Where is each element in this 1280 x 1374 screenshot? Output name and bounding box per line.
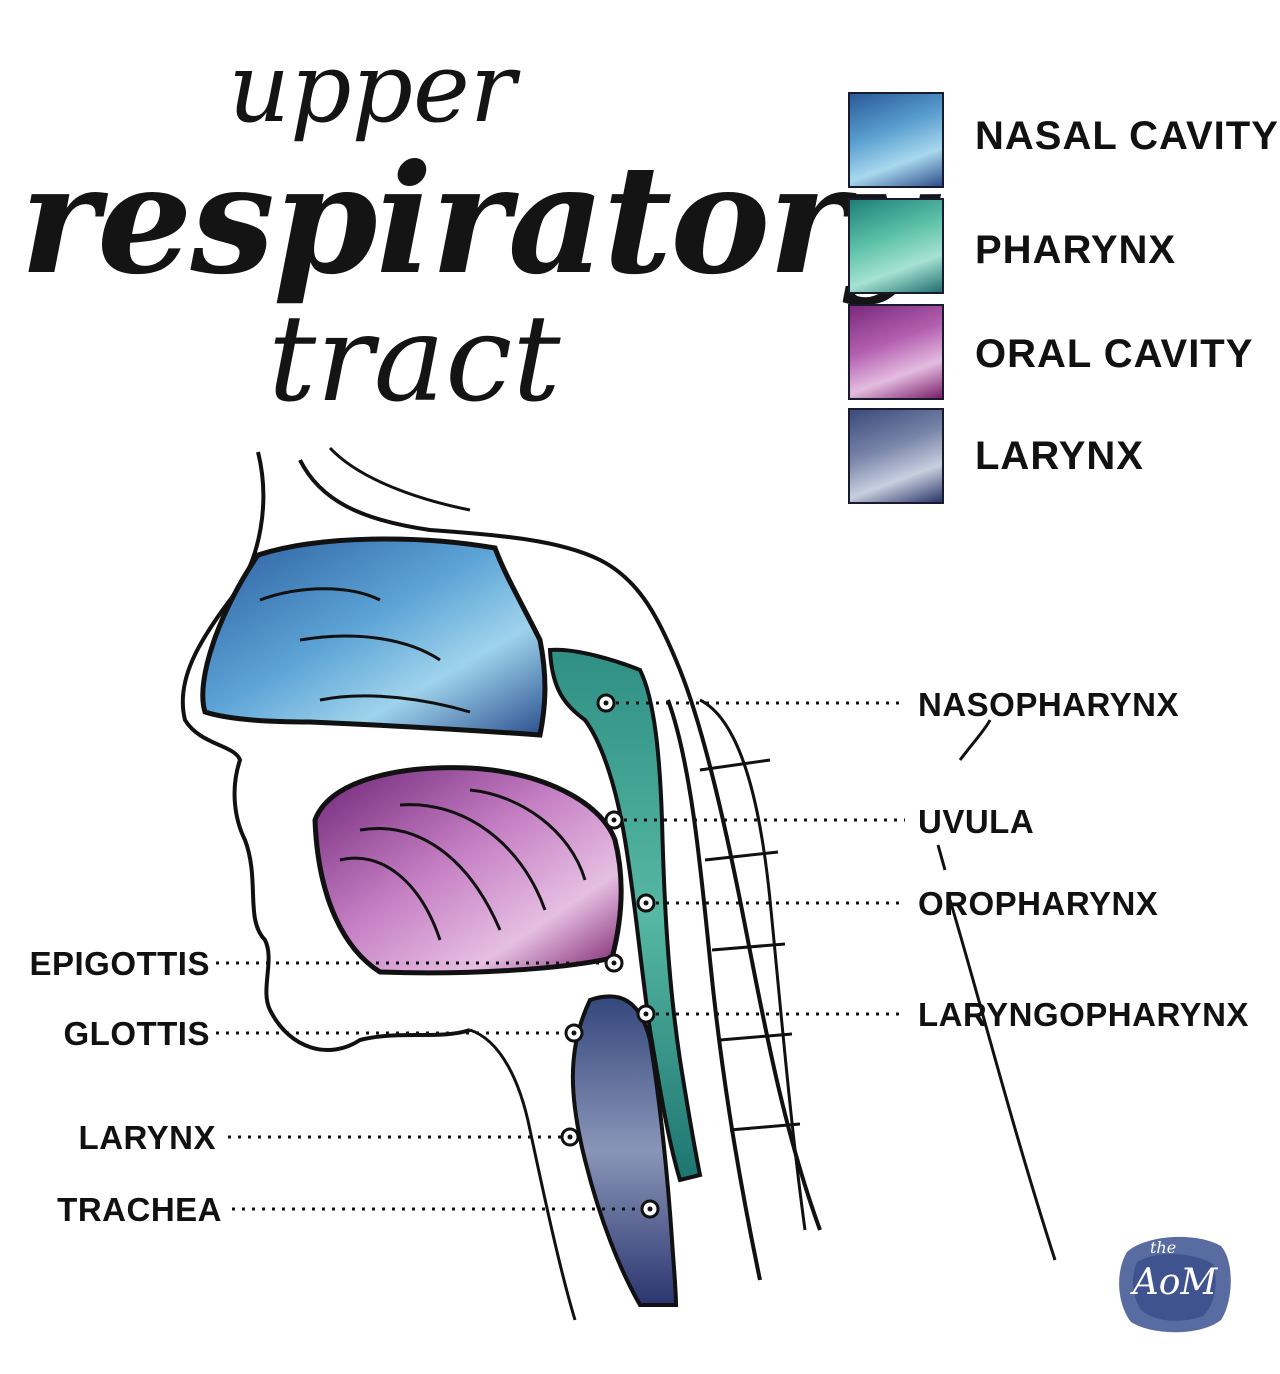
pharynx-region — [547, 647, 703, 1183]
neck-front-line — [469, 1028, 577, 1321]
legend-swatch-pharynx — [848, 198, 944, 294]
label-trachea: TRACHEA — [57, 1191, 222, 1228]
legend-label-nasal-cavity: NASAL CAVITY — [975, 114, 1279, 158]
label-laryngopharynx: LARYNGOPHARYNX — [918, 996, 1249, 1033]
legend-swatch-nasal-cavity — [848, 92, 944, 188]
label-oropharynx: OROPHARYNX — [918, 885, 1159, 922]
neck-back-line — [936, 719, 1057, 1261]
brow-line — [328, 446, 471, 512]
title-upper: upper — [228, 32, 516, 144]
skull-outline — [298, 459, 822, 1231]
leader-lines-left — [216, 961, 650, 1211]
nasal-conchae-lines — [259, 587, 471, 714]
tongue-muscle-lines — [339, 788, 587, 941]
callout-markers — [560, 693, 660, 1219]
leader-lines-right — [606, 701, 905, 1016]
legend-label-pharynx: PHARYNX — [975, 228, 1177, 272]
face-profile-outline — [180, 451, 471, 1052]
label-uvula: UVULA — [918, 803, 1035, 840]
label-glottis: GLOTTIS — [63, 1015, 210, 1052]
label-epigottis: EPIGOTTIS — [29, 945, 210, 982]
spine-front-line — [666, 699, 762, 1281]
spine-back-line — [699, 698, 807, 1231]
logo-small-text: the — [1150, 1238, 1177, 1257]
oral-cavity-region — [312, 765, 624, 976]
label-nasopharynx: NASOPHARYNX — [918, 686, 1179, 723]
watercolor-logo-mark — [1119, 1236, 1231, 1333]
larynx-trachea-region — [570, 994, 679, 1307]
legend-label-oral-cavity: ORAL CAVITY — [975, 332, 1254, 376]
legend-swatch-larynx — [848, 408, 944, 504]
vertebrae-lines — [699, 758, 801, 1132]
legend-label-larynx: LARYNX — [975, 434, 1144, 478]
legend-swatch-oral-cavity — [848, 304, 944, 400]
label-larynx-callout: LARYNX — [78, 1119, 216, 1156]
logo-text: AoM — [1132, 1262, 1218, 1303]
